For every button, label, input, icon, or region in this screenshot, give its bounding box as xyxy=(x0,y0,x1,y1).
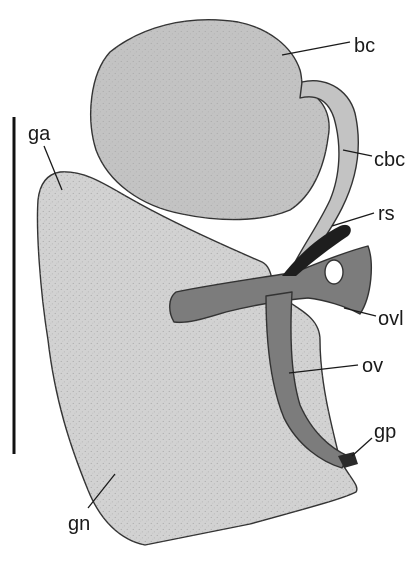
label-rs: rs xyxy=(378,203,395,225)
gland-body xyxy=(37,172,356,545)
label-bc: bc xyxy=(354,35,375,57)
label-gp: gp xyxy=(374,421,396,443)
leader-gp xyxy=(352,438,372,456)
label-ga: ga xyxy=(28,123,51,145)
label-gn: gn xyxy=(68,513,90,535)
oviduct-lumen xyxy=(325,260,343,284)
label-ov: ov xyxy=(362,355,383,377)
bursa-copulatrix xyxy=(91,20,329,220)
label-ovl: ovl xyxy=(378,308,404,330)
label-cbc: cbc xyxy=(374,149,405,171)
leader-bc xyxy=(282,42,350,55)
